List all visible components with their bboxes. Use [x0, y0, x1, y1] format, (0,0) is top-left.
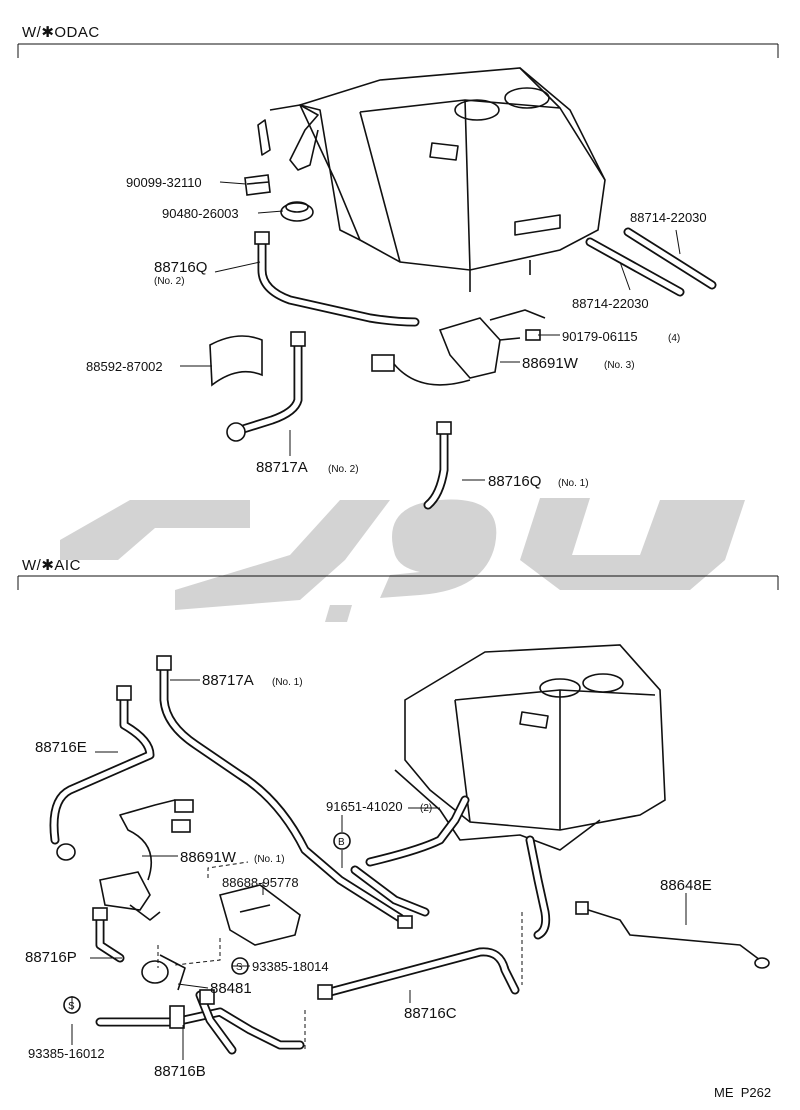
section-title-odac: W/✱ODAC	[22, 24, 100, 41]
label-mark-s-lower: S	[68, 1001, 75, 1012]
label-88688-95778: 88688-95778	[222, 875, 299, 890]
charcoal-canister-top	[257, 67, 606, 292]
label-88716q-no2-suffix: (No. 2)	[154, 276, 185, 287]
watermark-stroke-3	[380, 499, 497, 598]
watermark-stroke-2	[175, 500, 390, 610]
label-88691w-no3: 88691W	[522, 355, 579, 372]
label-88714-22030-upper: 88714-22030	[630, 210, 707, 225]
mark-circle-s-upper	[231, 957, 249, 975]
hose-88716p	[92, 907, 125, 963]
hose-88716q-no1	[423, 421, 452, 510]
label-88717a-no2-suffix: (No. 2)	[328, 464, 359, 475]
grommet-90480	[280, 201, 314, 222]
watermark-dot	[325, 605, 352, 622]
hose-88717a-no2	[226, 331, 306, 442]
dashed-guides	[157, 861, 523, 1050]
section-bracket-odac	[17, 43, 779, 58]
label-88717a-no1: 88717A	[202, 672, 254, 689]
bracket-88688	[219, 884, 301, 946]
label-88716b: 88716B	[154, 1063, 206, 1080]
label-88691w-no1: 88691W	[180, 849, 237, 866]
watermark-logo	[60, 498, 745, 622]
hose-to-canister	[350, 795, 551, 940]
label-93385-18014: 93385-18014	[252, 959, 329, 974]
label-91651-41020-qty: (2)	[420, 803, 432, 814]
watermark-stroke-1	[60, 500, 250, 560]
mark-circle-b	[333, 832, 351, 850]
label-88714-22030-lower: 88714-22030	[572, 296, 649, 311]
label-90099-32110: 90099-32110	[126, 175, 202, 190]
label-88691w-no1-suffix: (No. 1)	[254, 854, 285, 865]
section-title-aic: W/✱AIC	[22, 557, 81, 574]
label-88717a-no1-suffix: (No. 1)	[272, 677, 303, 688]
hose-88716b	[95, 989, 305, 1055]
label-90179-06115-qty: (4)	[668, 333, 680, 344]
cap-90099	[244, 174, 271, 196]
hoses-88714	[585, 227, 717, 297]
vsv-88691w-no3	[371, 309, 546, 386]
label-88648e: 88648E	[660, 877, 712, 894]
label-88716q-no1: 88716Q	[488, 473, 541, 490]
charcoal-canister-bottom	[394, 644, 666, 851]
hose-88716c	[317, 947, 520, 1000]
hose-88716e	[49, 685, 155, 861]
vsv-88691w-no1	[99, 799, 194, 921]
wire-88648e	[575, 901, 770, 969]
leader-lines	[71, 181, 687, 1060]
hose-88717a-no1	[156, 655, 413, 929]
valve-88481	[141, 954, 186, 991]
label-88716q-no2: 88716Q	[154, 259, 207, 276]
hose-88716q-no2	[254, 231, 420, 327]
label-mark-s-upper: S	[236, 962, 243, 973]
label-88691w-no3-suffix: (No. 3)	[604, 360, 635, 371]
page-reference: ME P262	[714, 1085, 771, 1100]
clamp-88592	[209, 335, 263, 387]
label-88592-87002: 88592-87002	[86, 359, 163, 374]
mark-circle-s-lower	[63, 996, 81, 1014]
section-bracket-aic	[17, 575, 779, 590]
label-mark-b: B	[338, 837, 345, 848]
watermark-stroke-4	[520, 498, 745, 590]
label-88481: 88481	[210, 980, 252, 997]
label-93385-16012: 93385-16012	[28, 1046, 105, 1061]
label-91651-41020: 91651-41020	[326, 799, 403, 814]
label-88717a-no2: 88717A	[256, 459, 308, 476]
label-88716p: 88716P	[25, 949, 77, 966]
label-88716c: 88716C	[404, 1005, 457, 1022]
label-90480-26003: 90480-26003	[162, 206, 239, 221]
label-90179-06115: 90179-06115	[562, 329, 638, 344]
label-88716e: 88716E	[35, 739, 87, 756]
label-88716q-no1-suffix: (No. 1)	[558, 478, 589, 489]
